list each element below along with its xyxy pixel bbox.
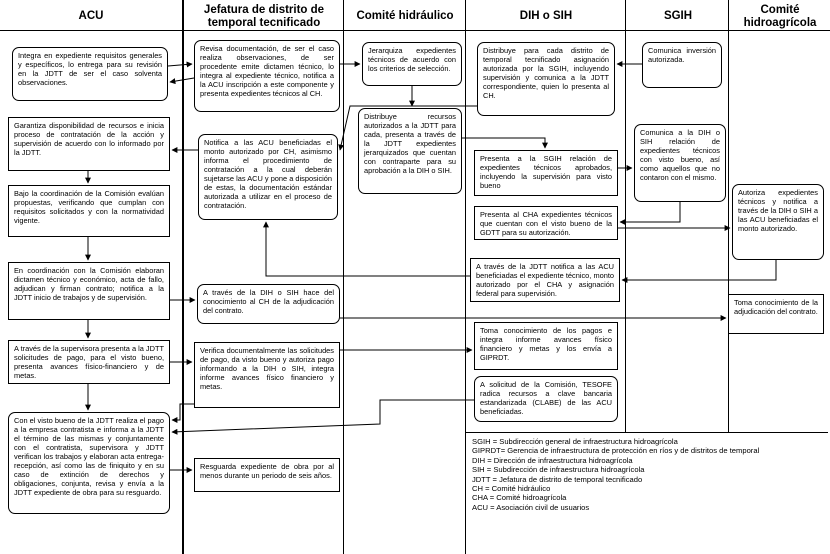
dih-step-presenta-cha: Presenta al CHA expedientes técnicos que… [474, 206, 618, 240]
dih-step-informe-avances: Toma conocimiento de los pagos e integra… [474, 322, 618, 370]
legend-row: SIH = Subdirección de infraestructura hi… [472, 465, 645, 475]
header-sgih: SGIH [663, 10, 693, 22]
legend-row: CH = Comité hidráulico [472, 484, 551, 494]
ch-step-distribuye-recursos: Distribuye recursos autorizados a la JDT… [358, 108, 462, 194]
legend-row: SGIH = Subdirección general de infraestr… [472, 437, 678, 446]
arrow [621, 260, 777, 283]
ch-step-jerarquiza: Jerarquiza expedientes técnicos de acuer… [362, 42, 462, 86]
header-dih-sih: DIH o SIH [519, 10, 573, 22]
acu-step-garantiza-recursos: Garantiza disponibilidad de recursos e i… [8, 117, 170, 171]
legend-row: JDTT = Jefatura de distrito de temporal … [472, 474, 643, 484]
legend-row: DIH = Dirección de infraestructura hidro… [472, 455, 633, 465]
dih-step-notifica-acu: A través de la JDTT notifica a las ACU b… [470, 258, 620, 302]
acu-step-dictamen: En coordinación con la Comisión elaboran… [8, 262, 170, 320]
jdtt-step-resguarda-expediente: Resguarda expediente de obra por al meno… [194, 458, 340, 492]
arrow [462, 137, 548, 149]
jdtt-step-notifica-monto: Notifica a las ACU beneficiadas el monto… [198, 134, 338, 220]
legend-row: ACU = Asociación civil de usuarios [472, 502, 590, 512]
cha-step-autoriza-expedientes: Autoriza expedientes técnicos y notifica… [732, 184, 824, 260]
dih-step-distribuye-asignacion: Distribuye para cada distrito de tempora… [477, 42, 615, 116]
header-jefatura: Jefatura de distrito de temporal tecnifi… [203, 4, 325, 29]
lane-divider [728, 0, 729, 432]
legend-row: CHA = Comité hidroagrícola [472, 493, 567, 503]
jdtt-step-revisa-documentacion: Revisa documentación, de ser el caso rea… [194, 40, 340, 112]
dih-step-presenta-sgih: Presenta a la SGIH relación de expedient… [474, 150, 618, 196]
sgih-step-comunica-visto-bueno: Comunica a la DIH o SIH relación de expe… [634, 124, 726, 202]
legend-row: GIPRDT= Gerencia de infraestructura de p… [472, 446, 760, 456]
lane-divider [625, 0, 626, 432]
lane-divider [182, 0, 184, 554]
acu-step-integra-expediente: Integra en expediente requisitos general… [12, 47, 168, 101]
arrow [167, 61, 193, 68]
header-acu: ACU [78, 10, 104, 22]
header-comite-hidraulico: Comité hidráulico [356, 10, 454, 22]
jdtt-step-adjudicacion: A través de la DIH o SIH hace del conoci… [197, 284, 340, 324]
sgih-step-comunica-inversion: Comunica inversión autorizada. [642, 42, 722, 88]
header-separator [0, 30, 830, 31]
lane-divider [343, 0, 344, 554]
jdtt-step-verifica-pagos: Verifica documentalmente las solicitudes… [194, 342, 340, 408]
abbreviations-legend: SGIH = Subdirección general de infraestr… [466, 432, 828, 550]
acu-step-pago-contratista: Con el visto bueno de la JDTT realiza el… [8, 412, 170, 514]
header-comite-hidroagricola: Comité hidroagrícola [743, 4, 817, 29]
cha-step-toma-conocimiento: Toma conocimiento de la adjudicación del… [728, 294, 824, 334]
acu-step-evalua-propuestas: Bajo la coordinación de la Comisión eval… [8, 185, 170, 237]
lane-divider [465, 0, 466, 554]
dih-step-tesofe-radica: A solicitud de la Comisión, TESOFE radic… [474, 376, 618, 422]
arrow [263, 221, 470, 277]
acu-step-solicitudes-pago: A través de la supervisora presenta a la… [8, 340, 170, 384]
arrow [619, 202, 681, 225]
